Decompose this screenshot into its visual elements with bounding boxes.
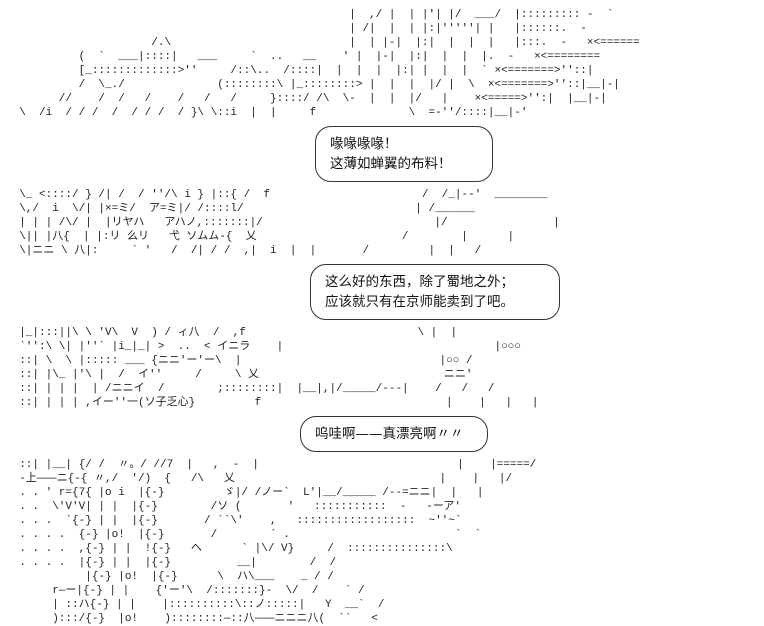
- ascii-art-line: ::| | | | ,イー''一(ソ子乏心} f | | | |: [6, 397, 539, 409]
- ascii-art-line: / \_./ (::::::::\ |_::::::::> | | | |/ |…: [6, 79, 620, 91]
- bubble-2-line-2: 应该就只有在京师能卖到了吧。: [325, 294, 514, 310]
- ascii-art-line: . . . . |{-} | | |{-} __| / /: [6, 557, 337, 569]
- ascii-art-line: `'':\ \| |''` |i_|_| > .. < イニラ | |○○○: [6, 341, 521, 353]
- ascii-art-line: | | | /\/ | |リヤハ アハノ,:::::::|/ |/ |: [6, 217, 560, 229]
- ascii-art-line: | /| | | |:|'''''| | |::::::. -: [6, 23, 587, 35]
- ascii-art-line: \|| |八{ | |:リ 么リ 弋 ソムム-{ 乂 / | |: [6, 231, 515, 243]
- ascii-art-line: . . . . ,{-} | | !{-} ヘ ` |\/ V} / :::::…: [6, 543, 453, 555]
- ascii-art-line: ( ` ___|::::| ___ ` .. __ ' | |-| |:| | …: [6, 51, 601, 63]
- ascii-art-line: . . . `{-} | | |{-} / ``\' , :::::::::::…: [6, 515, 462, 527]
- speech-bubble-1: 喙喙喙喙！ 这薄如蝉翼的布料！: [315, 126, 493, 182]
- ascii-art-line: . . ' r={7{ |o i |{-} ゞ|/ /ノー` L'|__/___…: [6, 487, 484, 499]
- ascii-art-line: |{-} |o! |{-} \ ハ\___ _ / /: [6, 571, 334, 583]
- ascii-art-line: ::| |__| {/ / 〃。/ //7 | , - | | |=====/: [6, 459, 537, 471]
- ascii-art-line: . . . . {-} |o! |{-} / ` . ` `: [6, 529, 482, 541]
- ascii-art-line: | ,/ | | |'| |/ ___/ |::::::::: - `: [6, 9, 614, 21]
- ascii-art-line: \,/ i \/| |×=ミ/ ア=ミ|/ /::::l/ | /______: [6, 203, 475, 215]
- speech-bubble-3: 呜哇啊——真漂亮啊〃〃: [300, 416, 488, 452]
- bubble-2-line-1: 这么好的东西，除了蜀地之外；: [325, 274, 514, 290]
- bubble-1-line-1: 喙喙喙喙！: [330, 136, 398, 152]
- ascii-art-line: . . \'V'V| | | |{-} /ソ ( ' ::::::::::: -…: [6, 501, 462, 513]
- ascii-art-line: \|ニニ \ 八|: ` ' / /| / / ,| i | | / | | /: [6, 245, 482, 257]
- bubble-1-line-2: 这薄如蝉翼的布料！: [330, 156, 452, 172]
- ascii-art-line: ::| \ \ |::::: ___ {ニニ'ー'ー\ | |○○ /: [6, 355, 473, 367]
- ascii-art-segment: | ,/ | | |'| |/ ___/ |::::::::: - ` | /|…: [6, 8, 762, 120]
- ascii-art-scene: | ,/ | | |'| |/ ___/ |::::::::: - ` | /|…: [6, 8, 762, 626]
- ascii-art-line: -上———ニ{-{ 〃,/ '/) { /\ 乂 | | |/: [6, 473, 513, 485]
- ascii-art-line: r—ー|{-} | | {'ー'\ /:::::::}- \/ / ` /: [6, 585, 365, 597]
- ascii-art-line: // / / / / / / }::::/ /\ \- | | |/ | ×<=…: [6, 93, 607, 105]
- ascii-art-line: |_|:::||\ \ 'V\ V ) / ィ八 / ,f \ | |: [6, 327, 458, 339]
- ascii-art-line: [_:::::::::::::>'' /::\.. /::::| | | | |…: [6, 65, 594, 77]
- ascii-art-line: ):::/{-} |o! )::::::::—::八———ニニニ八( `` <: [6, 613, 378, 625]
- ascii-art-segment: ::| |__| {/ / 〃。/ //7 | , - | | |=====/ …: [6, 458, 762, 626]
- ascii-art-line: ::| | | | | /ニニイ / ;::::::::| |__|,|/___…: [6, 383, 495, 395]
- ascii-art-segment: \_ <::::/ } /| / / ''/\ i } |::{ / f / /…: [6, 188, 762, 258]
- ascii-art-line: | ::ハ{-} | | |::::::::::\::ノ:::::| Y __`…: [6, 599, 385, 611]
- bubble-3-line-1: 呜哇啊——真漂亮啊〃〃: [315, 426, 464, 442]
- ascii-art-segment: |_|:::||\ \ 'V\ V ) / ィ八 / ,f \ | | `'':…: [6, 326, 762, 410]
- ascii-art-line: \_ <::::/ } /| / / ''/\ i } |::{ / f / /…: [6, 189, 548, 201]
- ascii-art-line: ::| |\_ |'\ | / イ'' / \ 乂 ニニ': [6, 369, 473, 381]
- ascii-art-line: /.\ | | |-| |:| | | | |:::. - ×<======: [6, 37, 640, 49]
- speech-bubble-2: 这么好的东西，除了蜀地之外； 应该就只有在京师能卖到了吧。: [310, 264, 560, 320]
- ascii-art-line: \ /i / / / / / / / / }\ \::i | | f \ =-'…: [6, 107, 528, 119]
